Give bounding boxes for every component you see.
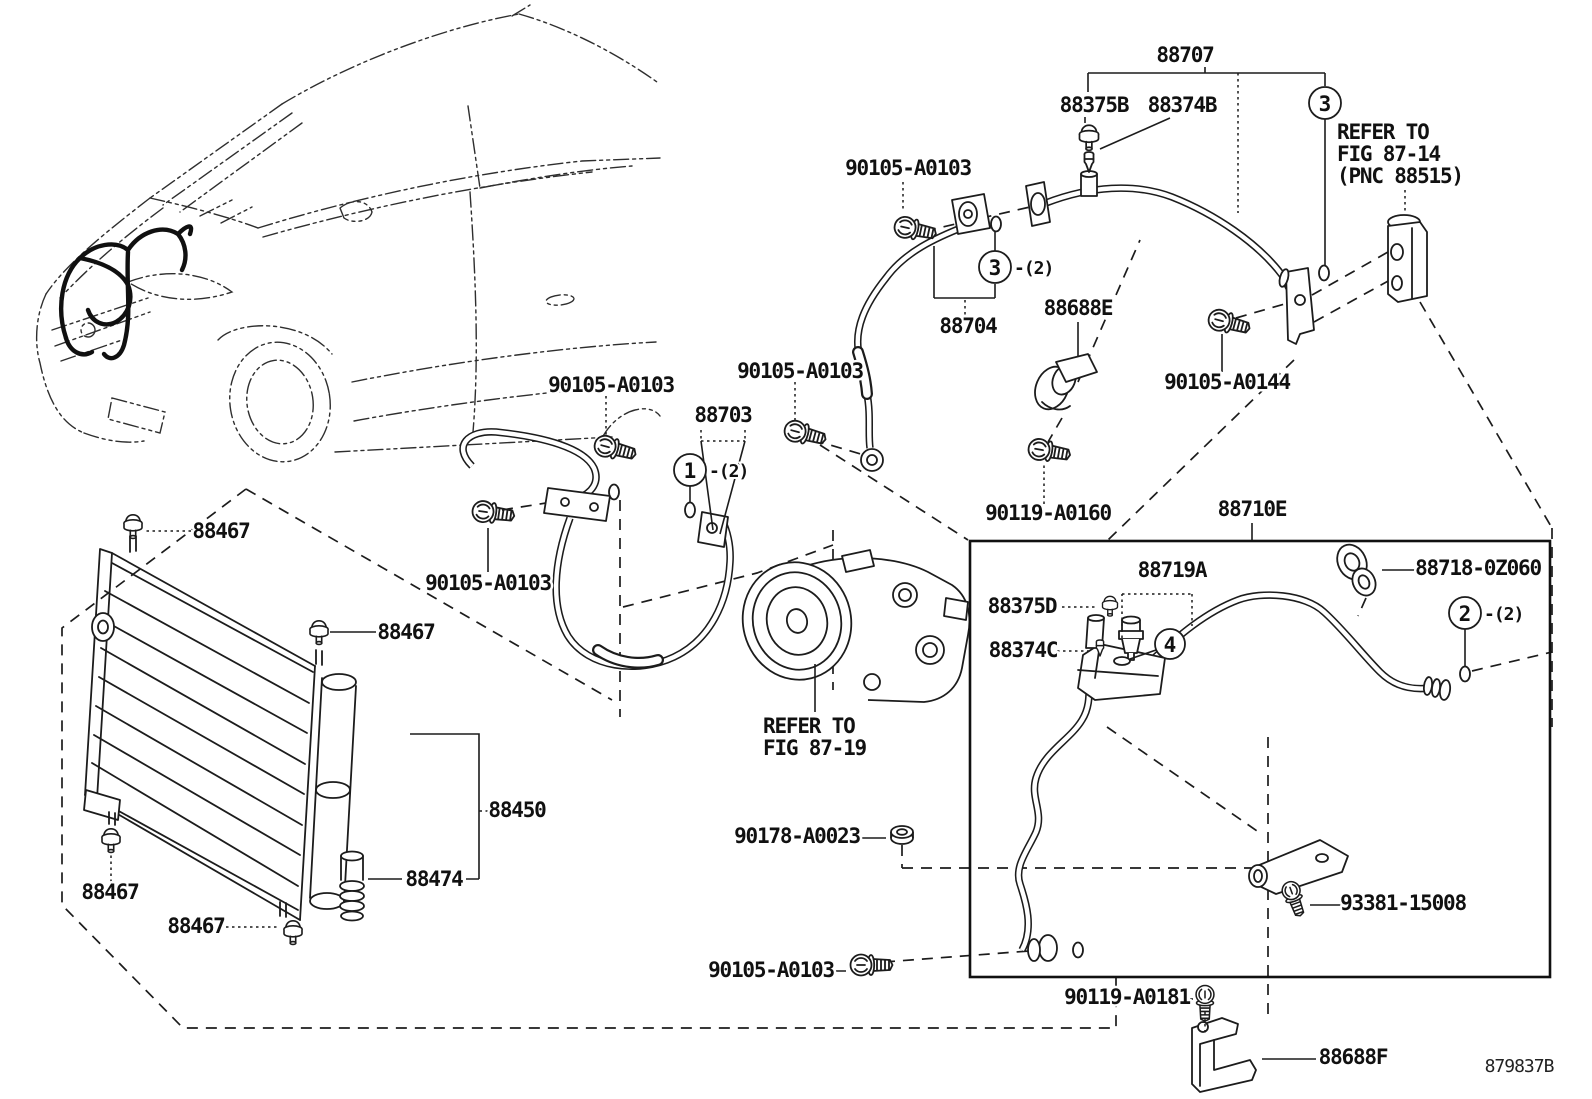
condenser-drawing <box>83 513 480 946</box>
part-label-90105-a0103-5: 90105-A0103 <box>708 958 834 982</box>
grommet-88467-3 <box>101 827 121 854</box>
leader-lines <box>110 67 1420 1060</box>
part-label-88703: 88703 <box>694 403 752 427</box>
cap-88375d <box>1101 595 1119 617</box>
hose-88703-drawing <box>459 428 734 670</box>
part-label-88688e: 88688E <box>1044 296 1113 320</box>
part-label-88467-1: 88467 <box>192 519 250 543</box>
callout-number: 2 <box>1459 602 1472 626</box>
callout-1: 1 -(2) <box>673 453 751 519</box>
callout-qty: -(2) <box>1014 258 1053 279</box>
part-label-90105-a0103-3: 90105-A0103 <box>737 359 863 383</box>
part-label-88474: 88474 <box>405 867 463 891</box>
part-labels: 88707 88375B 88374B 90105-A0103 88704 88… <box>79 41 1545 1072</box>
reference-notes: REFER TO FIG 87-14 (PNC 88515) REFER TO … <box>761 118 1467 763</box>
refer-note-87-14-line1: REFER TO <box>1337 120 1429 144</box>
part-label-88374c: 88374C <box>989 638 1058 662</box>
part-label-88704: 88704 <box>939 314 997 338</box>
bolt-90105-a0103-2 <box>591 432 640 466</box>
callout-number: 4 <box>1164 633 1177 657</box>
callout-number: 3 <box>989 256 1002 280</box>
part-label-90105-a0103-1: 90105-A0103 <box>845 156 971 180</box>
o-ring-pipe-end <box>1072 941 1084 959</box>
bolt-90119-a0181 <box>1195 984 1215 1022</box>
bolt-90119-a0160 <box>1025 436 1073 467</box>
refer-note-87-19-line2: FIG 87-19 <box>763 736 867 760</box>
part-label-90105-a0103-4: 90105-A0103 <box>425 571 551 595</box>
part-label-88718-0z060: 88718-0Z060 <box>1415 556 1541 580</box>
grommet-88467-1 <box>123 513 143 540</box>
drawing-code: 879837B <box>1485 1056 1554 1077</box>
part-label-90105-a0144: 90105-A0144 <box>1164 370 1290 394</box>
refer-note-87-14-line3: (PNC 88515) <box>1337 164 1463 188</box>
part-label-93381-15008: 93381-15008 <box>1340 891 1466 915</box>
clamp-88688e-drawing <box>1034 353 1098 411</box>
drier-filter-88474 <box>339 850 365 922</box>
o-ring-88703 <box>608 483 620 501</box>
hose-88704-drawing <box>852 193 991 472</box>
part-label-88467-4: 88467 <box>167 914 225 938</box>
charge-valve-88374b <box>1083 151 1095 173</box>
bolt-90105-a0103-3 <box>781 417 830 451</box>
callout-qty: -(2) <box>709 461 748 482</box>
part-label-90119-a0181: 90119-A0181 <box>1064 985 1190 1009</box>
callout-number: 1 <box>684 459 697 483</box>
expansion-valve-drawing <box>1387 214 1428 303</box>
hose-88707-drawing <box>1025 124 1315 345</box>
callout-qty: -(2) <box>1484 604 1523 625</box>
car-outline <box>35 4 661 463</box>
bolt-90105-a0103-5 <box>849 953 894 977</box>
bolt-90105-a0144 <box>1205 306 1254 340</box>
part-label-90119-a0160: 90119-A0160 <box>985 501 1111 525</box>
clamp-88718-drawing <box>1336 543 1377 597</box>
part-label-88707: 88707 <box>1156 43 1214 67</box>
bracket-plate-drawing <box>1248 839 1349 895</box>
callout-2: 2 -(2) <box>1448 596 1526 683</box>
bolt-90105-a0103-4 <box>470 498 517 528</box>
callout-number: 3 <box>1319 92 1332 116</box>
part-label-88688f: 88688F <box>1319 1045 1388 1069</box>
part-label-88467-3: 88467 <box>81 880 139 904</box>
part-label-90178-a0023: 90178-A0023 <box>734 824 860 848</box>
part-label-88375b: 88375B <box>1060 93 1129 117</box>
refer-note-87-19-line1: REFER TO <box>763 714 855 738</box>
part-label-88374b: 88374B <box>1148 93 1217 117</box>
part-label-88375d: 88375D <box>988 594 1057 618</box>
part-label-88710e: 88710E <box>1218 497 1287 521</box>
compressor-drawing <box>741 549 971 703</box>
part-label-88450: 88450 <box>488 798 546 822</box>
callout-3-top: 3 <box>1308 86 1342 282</box>
part-label-88467-2: 88467 <box>377 620 435 644</box>
cap-88375b <box>1078 124 1100 152</box>
nut-90178-a0023 <box>890 825 914 845</box>
grommet-88467-4 <box>283 919 303 946</box>
grommet-88467-2 <box>309 619 329 646</box>
callout-4: 4 <box>1154 628 1186 660</box>
part-label-90105-a0103-2: 90105-A0103 <box>548 373 674 397</box>
harness-drawing <box>59 224 194 361</box>
suction-pipe-box <box>968 539 1552 979</box>
part-label-88719a: 88719A <box>1138 558 1208 582</box>
refer-note-87-14-line2: FIG 87-14 <box>1337 142 1441 166</box>
callout-3-mid: 3 -(2) <box>978 215 1056 284</box>
bracket-88688f-drawing <box>1191 1017 1257 1093</box>
